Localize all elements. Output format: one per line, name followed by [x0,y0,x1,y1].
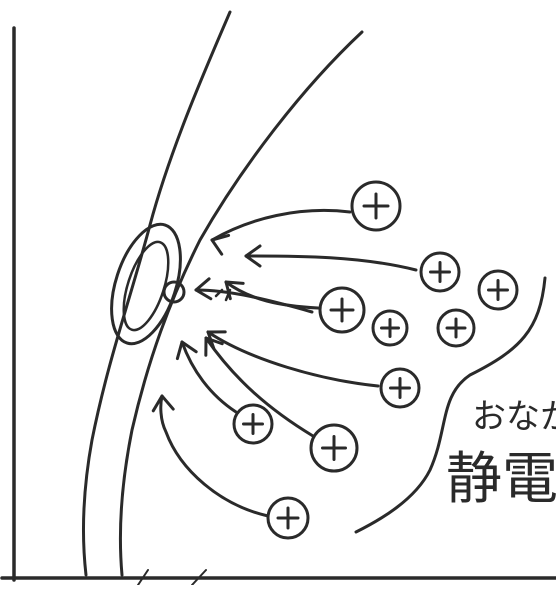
arrow [210,208,352,256]
inner-body-curve [118,30,364,577]
arrow-head [151,394,175,413]
plus-charge [232,403,274,445]
arrow [194,277,314,314]
arrow [204,336,315,438]
charge-circle [477,269,519,311]
charge-circle [318,286,366,334]
arrow-shaft [206,330,380,388]
charge-circle [419,251,461,293]
plus-sign [242,413,264,435]
plus-charge [318,286,366,334]
arrow-head [175,340,198,361]
plus-charge [477,269,519,311]
arrow-head [210,233,231,256]
caption-group: おなか 静電気 [446,397,556,512]
arrow-shaft [204,336,315,438]
arrow-head [244,244,262,268]
arrow-shaft [180,340,238,414]
charge-region-curve [354,276,547,534]
arrow-shaft [210,208,352,242]
charge-circle [436,308,476,348]
bottom-mark-1 [137,569,149,586]
plus-sign [445,317,467,339]
charge-circle [350,180,402,232]
plus-sign [389,377,411,399]
arrow-shaft [244,254,418,272]
plus-charge [350,180,402,232]
plus-charge [371,309,409,347]
plus-sign [321,435,347,461]
plus-sign [380,318,400,338]
positive-charges [232,180,519,540]
outer-body-curve [82,10,232,577]
arrow [244,244,418,272]
charge-circle [371,309,409,347]
plus-sign [329,297,355,323]
caption-line2: 静電気 [446,447,556,512]
charge-circle [232,403,274,445]
plus-charge [266,496,310,540]
plus-sign [487,279,509,301]
frame-axes [0,26,556,582]
plus-sign [276,506,300,530]
plus-sign [362,192,390,220]
arrow-tick [214,288,224,298]
arrow-head [204,336,224,357]
plus-charge [436,308,476,348]
arrow [175,340,238,414]
arrow [151,394,270,518]
plus-charge [419,251,461,293]
charge-circle [379,367,421,409]
navel-outer-ellipse [110,222,182,346]
arrow-tick [224,288,232,302]
arrow-head [194,277,213,301]
arrow [224,280,320,310]
arrow [206,330,380,388]
arrow-shaft [194,288,314,314]
charge-circle [309,423,359,473]
bottom-mark-2 [191,569,207,586]
plus-sign [429,261,451,283]
navel-center-circle [162,280,186,304]
navel [110,222,186,346]
charge-circle [266,496,310,540]
plus-charge [309,423,359,473]
caption-line1: おなか [472,397,556,437]
attraction-arrows [151,208,418,518]
plus-charge [379,367,421,409]
arrow-shaft [159,394,270,518]
arrow-head [206,330,227,350]
